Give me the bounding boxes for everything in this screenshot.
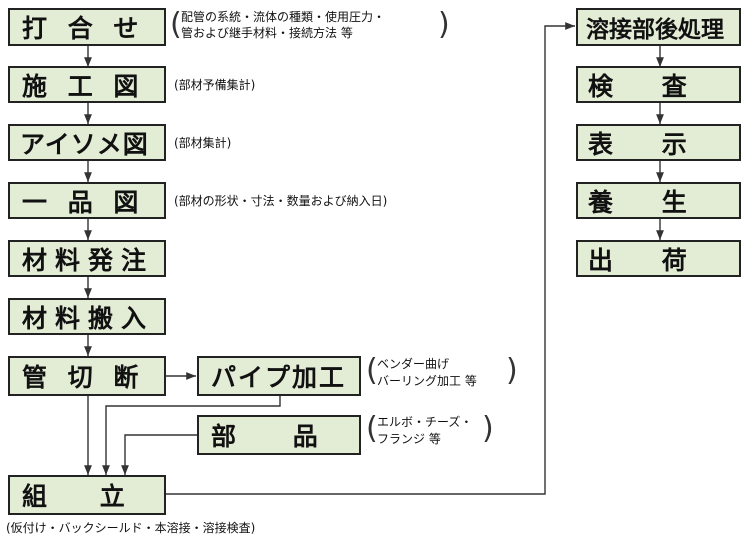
step-label: 表 示 — [588, 129, 707, 159]
note-buhin-line2: フランジ 等 — [377, 432, 441, 446]
step-buhin: 部 品 — [197, 415, 361, 455]
note-bracket-open: ( — [170, 7, 182, 42]
step-label: 材料搬入 — [22, 303, 155, 333]
note-sekouzu: (部材予備集計) — [174, 78, 256, 92]
step-kensa: 検 査 — [576, 66, 741, 103]
note-pipe-line1: ベンダー曲げ — [377, 357, 450, 371]
step-pipe-kakou: パイプ加工 — [197, 356, 361, 396]
step-label: 部 品 — [211, 422, 342, 451]
note-bracket-open: ( — [366, 353, 378, 388]
note-ippinzu: (部材の形状・寸法・数量および納入日) — [174, 194, 388, 208]
step-label: 出 荷 — [588, 245, 707, 275]
arrow-pipe-kumitate — [102, 396, 281, 475]
step-hacchu: 材料発注 — [8, 240, 166, 277]
step-label: 養 生 — [588, 187, 707, 217]
step-label: 打 合 せ — [22, 14, 145, 43]
arrow-kumitate-yousetsu — [166, 22, 575, 495]
note-bracket-close: ) — [438, 7, 450, 42]
note-pipe-line2: バーリング加工 等 — [377, 374, 477, 388]
note-buhin-line1: エルボ・チーズ・ — [377, 415, 473, 429]
step-sekouzu: 施 工 図 — [8, 66, 166, 103]
step-hyouji: 表 示 — [576, 124, 741, 161]
note-kumitate: (仮付け・バックシールド・本溶接・溶接検査) — [6, 521, 256, 535]
step-label: アイソメ図 — [20, 129, 149, 159]
arrow-buhin-kumitate — [121, 434, 198, 475]
note-bracket-open: ( — [366, 411, 378, 446]
step-yousetsu-go-shori: 溶接部後処理 — [576, 8, 741, 46]
step-shukka: 出 荷 — [576, 240, 741, 277]
step-ippinzu: 一 品 図 — [8, 182, 166, 219]
step-label: 検 査 — [588, 71, 707, 101]
step-label: 一 品 図 — [22, 187, 145, 217]
step-youjou: 養 生 — [576, 182, 741, 219]
step-label: 材料発注 — [22, 245, 155, 275]
step-isometric: アイソメ図 — [8, 124, 166, 161]
step-uchiawase: 打 合 せ — [8, 8, 166, 46]
step-label: パイプ加工 — [211, 363, 347, 392]
step-hannyu: 材料搬入 — [8, 298, 166, 335]
step-label: 組 立 — [22, 482, 147, 511]
step-label: 施 工 図 — [22, 71, 145, 101]
step-label: 溶接部後処理 — [586, 17, 724, 43]
note-bracket-close: ) — [506, 353, 518, 388]
step-label: 管 切 断 — [22, 363, 145, 392]
note-uchiawase-line2: 管および継手材料・接続方法 等 — [181, 26, 353, 40]
note-uchiawase-line1: 配管の系統・流体の種類・使用圧力・ — [181, 10, 386, 24]
step-kumitate: 組 立 — [8, 475, 166, 515]
note-bracket-close: ) — [482, 411, 494, 446]
note-isometric: (部材集計) — [174, 136, 232, 150]
step-kansetsudan: 管 切 断 — [8, 356, 166, 396]
